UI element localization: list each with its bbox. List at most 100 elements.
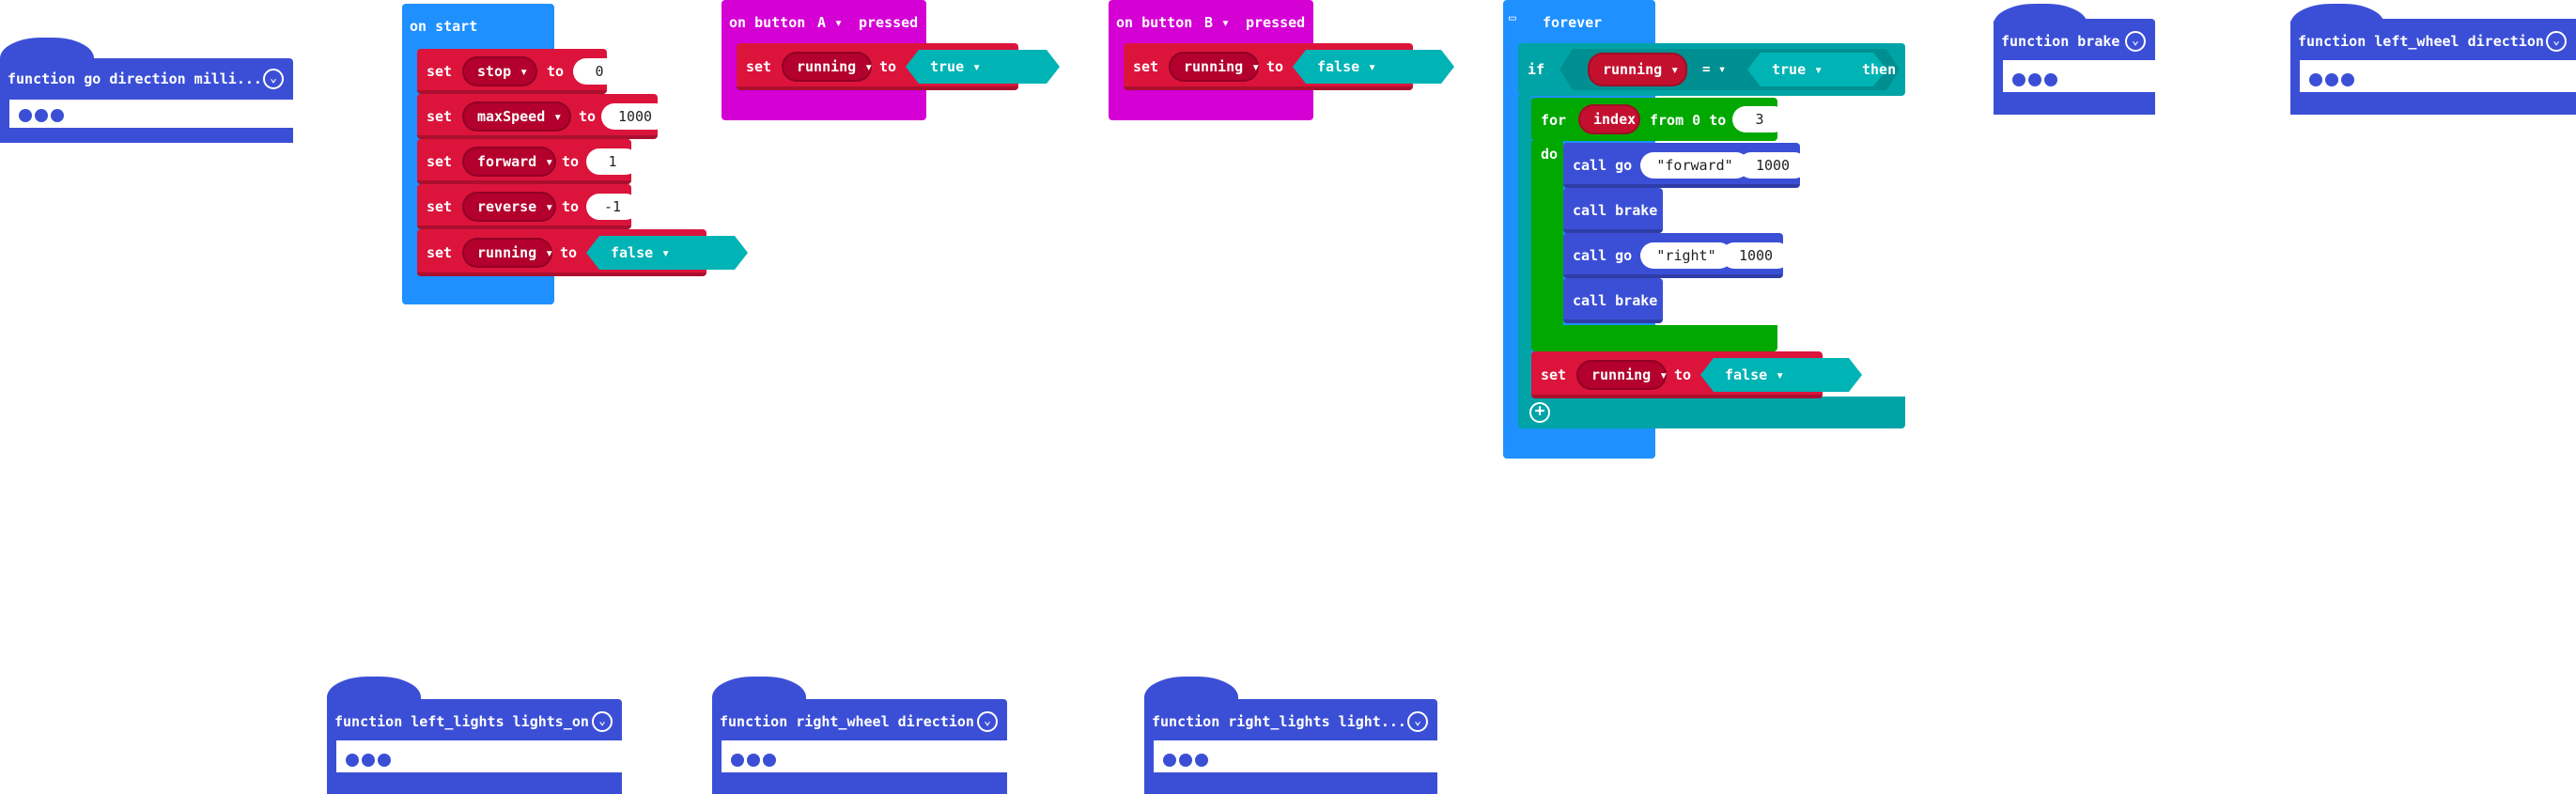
variable-dropdown-running[interactable]: running ▾ — [1576, 360, 1668, 390]
variable-dropdown-running[interactable]: running ▾ — [1169, 52, 1260, 82]
from-keyword: from 0 to — [1650, 112, 1727, 129]
dot-icon — [1163, 754, 1176, 767]
function-go-label: function go direction milli... — [8, 70, 262, 87]
variable-dropdown-running[interactable]: running ▾ — [782, 52, 873, 82]
dot-icon — [35, 109, 48, 122]
dot-icon — [346, 754, 359, 767]
call-go-label: call go — [1573, 247, 1633, 264]
call-brake-block[interactable]: call brake — [1563, 278, 1663, 323]
boolean-dropdown[interactable]: true ▾ — [1747, 53, 1886, 86]
param-placeholder[interactable] — [340, 748, 622, 772]
dot-icon — [2028, 73, 2041, 86]
set-running-false-block[interactable]: set running ▾ to false ▾ — [1531, 351, 1823, 398]
set-running-false-block[interactable]: set running ▾ to false ▾ — [1124, 43, 1413, 90]
for-loop-footer — [1531, 325, 1777, 351]
string-input[interactable]: "forward" — [1640, 152, 1749, 179]
set-keyword: set — [746, 58, 772, 75]
dot-icon — [2325, 73, 2338, 86]
if-keyword: if — [1528, 61, 1545, 78]
call-brake-block[interactable]: call brake — [1563, 188, 1663, 233]
param-placeholder[interactable] — [2304, 68, 2576, 92]
dot-icon — [362, 754, 375, 767]
set-running-block[interactable]: set running ▾ to false ▾ — [417, 229, 706, 276]
boolean-dropdown[interactable]: true ▾ — [906, 50, 1060, 84]
dot-icon — [2012, 73, 2025, 86]
string-input[interactable]: "right" — [1640, 242, 1732, 269]
if-block-footer: + — [1518, 397, 1905, 428]
value-input[interactable]: 1000 — [1721, 242, 1791, 269]
set-keyword: set — [427, 198, 453, 215]
chevron-down-icon[interactable]: ⌄ — [2125, 31, 2146, 52]
to-keyword: to — [560, 244, 578, 261]
set-keyword: set — [427, 108, 453, 125]
on-button-label: on button — [1116, 14, 1193, 31]
dot-icon — [763, 754, 776, 767]
set-stop-block[interactable]: set stop ▾ to 0 — [417, 49, 626, 94]
param-placeholder[interactable] — [725, 748, 1007, 772]
chevron-down-icon[interactable]: ⌄ — [1407, 711, 1428, 732]
value-input[interactable]: -1 — [586, 194, 639, 220]
then-keyword: then — [1862, 61, 1897, 78]
set-keyword: set — [427, 153, 453, 170]
param-placeholder[interactable] — [2007, 68, 2155, 92]
param-placeholder[interactable] — [13, 103, 293, 128]
call-brake-label: call brake — [1573, 202, 1658, 219]
variable-dropdown-running[interactable]: running ▾ — [462, 238, 553, 268]
dot-icon — [731, 754, 744, 767]
function-right-wheel-label: function right_wheel direction — [720, 713, 974, 730]
to-keyword: to — [579, 108, 597, 125]
variable-dropdown-stop[interactable]: stop ▾ — [462, 56, 537, 86]
set-maxspeed-block[interactable]: set maxSpeed ▾ to 1000 — [417, 94, 669, 139]
to-keyword: to — [547, 63, 565, 80]
chevron-down-icon[interactable]: ⌄ — [2546, 31, 2567, 52]
if-block[interactable]: if running ▾ = ▾ true ▾ then — [1518, 43, 1905, 96]
function-right-lights-label: function right_lights light... — [1152, 713, 1406, 730]
set-keyword: set — [1541, 366, 1567, 383]
comment-icon[interactable]: ▭ — [1509, 11, 1516, 25]
do-keyword: do — [1541, 146, 1559, 163]
chevron-down-icon[interactable]: ⌄ — [592, 711, 613, 732]
value-input[interactable]: 1 — [586, 148, 639, 175]
to-keyword: to — [879, 58, 897, 75]
plus-icon[interactable]: + — [1529, 402, 1550, 423]
param-placeholder[interactable] — [1157, 748, 1437, 772]
variable-dropdown-maxspeed[interactable]: maxSpeed ▾ — [462, 101, 571, 132]
variable-dropdown-index[interactable]: index — [1578, 104, 1640, 134]
function-brake-label: function brake — [2001, 33, 2120, 50]
call-go-forward-block[interactable]: call go "forward" 1000 — [1563, 143, 1808, 188]
value-input[interactable]: 3 — [1732, 106, 1787, 132]
to-keyword: to — [562, 153, 580, 170]
chevron-down-icon[interactable]: ⌄ — [977, 711, 998, 732]
variable-dropdown-forward[interactable]: forward ▾ — [462, 147, 556, 177]
function-left-lights-label: function left_lights lights_on — [334, 713, 589, 730]
operator-dropdown[interactable]: = ▾ — [1702, 62, 1727, 77]
function-left-wheel-label: function left_wheel direction — [2298, 33, 2544, 50]
boolean-dropdown[interactable]: false ▾ — [586, 236, 748, 270]
button-dropdown[interactable]: A ▾ — [817, 14, 844, 31]
variable-dropdown-running[interactable]: running ▾ — [1588, 53, 1687, 86]
dot-icon — [1195, 754, 1208, 767]
value-input[interactable]: 0 — [573, 58, 626, 85]
dot-icon — [2044, 73, 2057, 86]
value-input[interactable]: 1000 — [1738, 152, 1808, 179]
button-dropdown[interactable]: B ▾ — [1204, 14, 1231, 31]
chevron-down-icon[interactable]: ⌄ — [263, 69, 284, 89]
value-input[interactable]: 1000 — [601, 103, 669, 130]
dot-icon — [2309, 73, 2322, 86]
boolean-dropdown[interactable]: false ▾ — [1700, 358, 1862, 392]
to-keyword: to — [562, 198, 580, 215]
boolean-dropdown[interactable]: false ▾ — [1293, 50, 1454, 84]
set-forward-block[interactable]: set forward ▾ to 1 — [417, 139, 639, 184]
set-reverse-block[interactable]: set reverse ▾ to -1 — [417, 184, 639, 229]
for-loop-block[interactable]: for index from 0 to 3 — [1531, 98, 1787, 141]
set-running-true-block[interactable]: set running ▾ to true ▾ — [737, 43, 1018, 90]
set-keyword: set — [427, 63, 453, 80]
variable-dropdown-reverse[interactable]: reverse ▾ — [462, 192, 556, 222]
call-go-right-block[interactable]: call go "right" 1000 — [1563, 233, 1791, 278]
call-go-label: call go — [1573, 157, 1633, 174]
set-keyword: set — [1133, 58, 1159, 75]
dot-icon — [19, 109, 32, 122]
pressed-label: pressed — [859, 14, 919, 31]
for-keyword: for — [1541, 112, 1567, 129]
on-button-label: on button — [729, 14, 806, 31]
